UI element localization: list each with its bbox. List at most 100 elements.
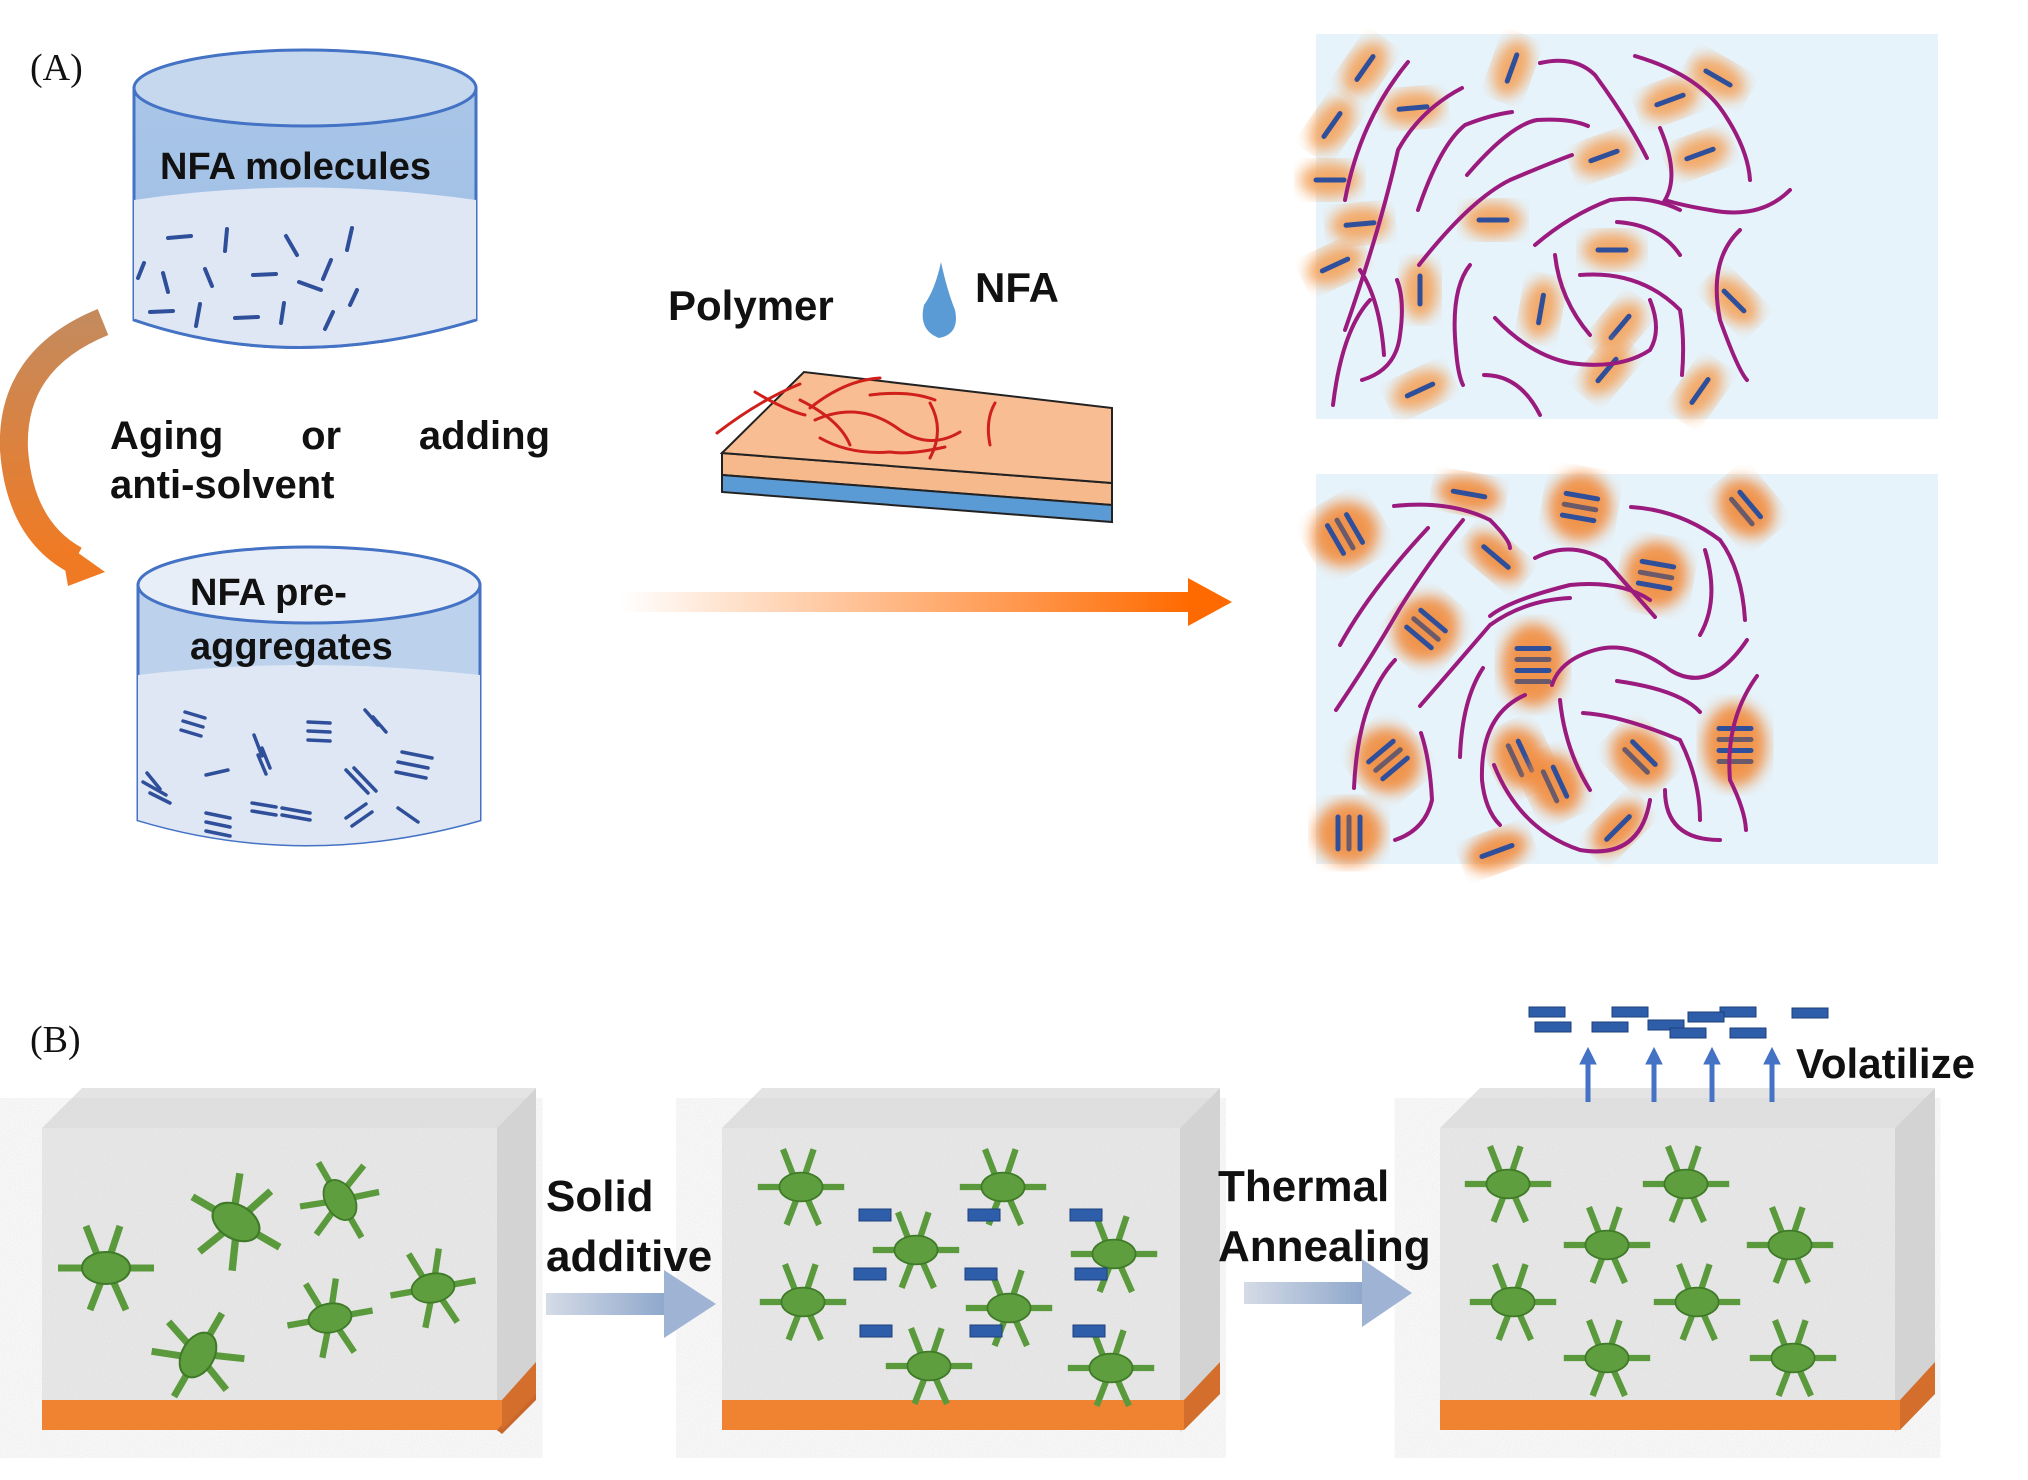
nfa-domain [1309, 98, 1355, 152]
nfa-aggregate [1547, 473, 1613, 541]
nfa-domain [1402, 260, 1438, 320]
polymer-label: Polymer [668, 282, 834, 329]
beaker-nfa-pre-aggregates [136, 545, 482, 847]
nfa-domain [1596, 301, 1644, 353]
nfa-domain [1671, 134, 1729, 174]
morphology-dispersed [1300, 34, 1938, 419]
donor-molecule [1563, 1319, 1651, 1398]
polymer-chains-bottom [1334, 502, 1759, 854]
donor-molecule [965, 1269, 1053, 1348]
film-box-initial [42, 1088, 536, 1434]
additive-molecule [967, 1208, 1001, 1222]
nfa-aggregate [1437, 475, 1501, 513]
film-box-annealed [1440, 1088, 1935, 1432]
nfa-domain [1677, 364, 1723, 418]
additive-molecule [859, 1324, 893, 1338]
nfa-domain [1306, 244, 1364, 286]
nfa-domain [1492, 39, 1532, 97]
donor-molecule [1642, 1145, 1730, 1224]
additive-molecule [964, 1267, 998, 1281]
nfa-aggregate [1393, 595, 1459, 663]
donor-molecule [759, 1263, 847, 1342]
polymer-chains-on-slab [715, 376, 997, 460]
step-arrow-solid-additive [546, 1270, 716, 1338]
donor-molecule [885, 1327, 973, 1406]
donor-molecule [872, 1211, 960, 1290]
curved-process-arrow [0, 309, 109, 586]
donor-molecule [757, 1148, 845, 1227]
volatilized-molecule [1791, 1007, 1829, 1019]
process-word-adding: adding [418, 414, 550, 458]
nfa-domain [1641, 80, 1699, 120]
donor-molecule [286, 1278, 374, 1359]
donor-molecule [1067, 1329, 1155, 1408]
donor-molecule [58, 1224, 154, 1312]
donor-molecule [190, 1172, 282, 1272]
aggregated-molecules [141, 708, 434, 838]
process-arrow-horizontal [620, 578, 1232, 626]
nfa-domain [1342, 41, 1388, 95]
volatilized-molecule [1669, 1027, 1707, 1039]
panel-b-label: (B) [30, 1019, 81, 1061]
additive-molecule [853, 1267, 887, 1281]
donor-molecules-annealed [1464, 1145, 1837, 1398]
donor-molecule [1464, 1145, 1552, 1224]
process-label-line2: anti-solvent [110, 463, 335, 507]
morphology-aggregated [1311, 473, 1938, 872]
thermal-annealing-label-line1: Thermal [1218, 1162, 1390, 1211]
additive-molecule [969, 1324, 1003, 1338]
donor-molecule [299, 1161, 380, 1239]
nfa-domain [1522, 279, 1560, 339]
nfa-aggregate [1355, 726, 1421, 794]
volatilized-molecule [1719, 1006, 1757, 1018]
nfa-aggregate [1501, 623, 1565, 707]
process-word-aging: Aging [110, 414, 224, 458]
donor-molecule [1749, 1319, 1837, 1398]
volatilized-molecule [1687, 1011, 1725, 1023]
nfa-aggregate [1527, 752, 1583, 816]
donor-molecule [151, 1311, 245, 1399]
step-arrow-thermal-annealing [1244, 1259, 1412, 1327]
volatilize-arrows [1579, 1046, 1781, 1102]
additive-molecule [1069, 1208, 1103, 1222]
beaker-bottom-label-line2: aggregates [190, 626, 393, 668]
thermal-annealing-label-line2: Annealing [1218, 1222, 1431, 1271]
donor-molecule [1563, 1206, 1651, 1285]
polymer-chains-top [1331, 54, 1792, 417]
donor-molecules-disordered [58, 1161, 477, 1399]
nfa-aggregate [1592, 802, 1644, 854]
donor-molecule [1653, 1263, 1741, 1342]
volatilized-molecule [1729, 1027, 1767, 1039]
process-label: Aging or adding anti-solvent [110, 414, 550, 508]
nfa-aggregate [1610, 727, 1670, 787]
volatilized-molecule [1647, 1019, 1685, 1031]
volatilized-molecule [1528, 1006, 1566, 1018]
nfa-aggregate [1468, 532, 1524, 582]
polymer-film-slab [715, 370, 1113, 524]
panel-a-label: (A) [30, 47, 83, 89]
nfa-domain [1300, 162, 1360, 198]
additive-molecule [1074, 1267, 1108, 1281]
donor-molecule [1746, 1206, 1834, 1285]
volatilized-molecule [1534, 1021, 1572, 1033]
nfa-droplet-icon [922, 262, 956, 338]
nfa-domain [1391, 369, 1449, 411]
volatilized-molecule [1591, 1021, 1629, 1033]
nfa-aggregate [1466, 830, 1528, 872]
film-box-with-additive [722, 1088, 1220, 1432]
dispersed-molecules [136, 226, 359, 331]
donor-molecule [389, 1248, 477, 1329]
nfa-aggregate [1311, 501, 1379, 567]
nfa-aggregate [1623, 541, 1689, 609]
solid-additive-label-line1: Solid [546, 1172, 654, 1221]
nfa-label: NFA [975, 264, 1059, 311]
solid-additive-label-line2: additive [546, 1232, 713, 1281]
nfa-domains-aggregated [1311, 473, 1775, 872]
volatilized-molecule [1611, 1006, 1649, 1018]
donor-molecules-ordered [757, 1148, 1158, 1408]
nfa-domain [1383, 89, 1443, 127]
donor-molecule [1469, 1263, 1557, 1342]
additive-molecule [1072, 1324, 1106, 1338]
solid-additive-molecules [853, 1208, 1108, 1338]
